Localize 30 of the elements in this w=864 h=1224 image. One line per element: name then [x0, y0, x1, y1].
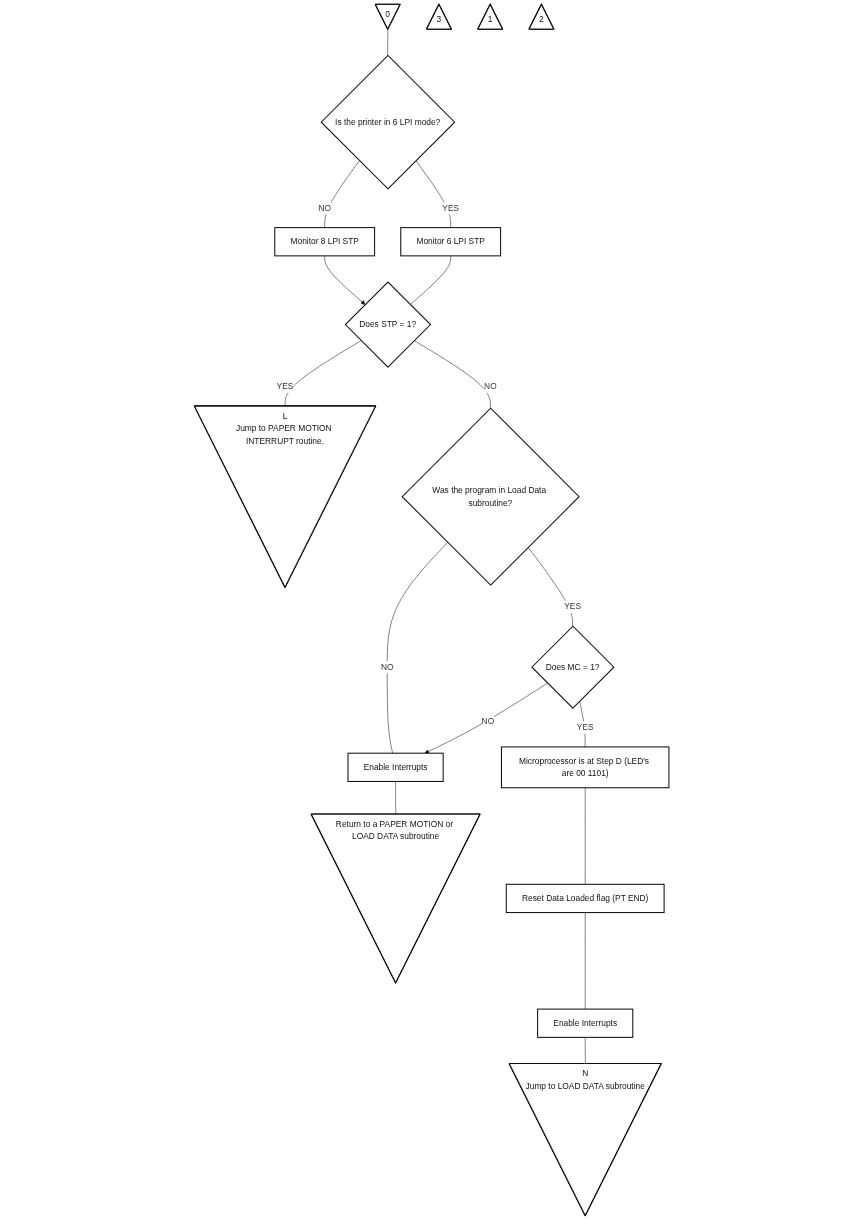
node-diamond: Was the program in Load Data subroutine? [401, 407, 581, 586]
connector [395, 781, 397, 815]
connector [414, 340, 492, 409]
connector [285, 340, 362, 407]
edge-label: NO [482, 716, 495, 726]
node-box: Monitor 8 LPI STP [274, 227, 376, 257]
edge-label: YES [277, 381, 294, 391]
connector [410, 255, 452, 305]
connector [387, 542, 449, 754]
node-diamond: Does STP = 1? [345, 281, 432, 368]
node-diamond: Is the printer in 6 LPI mode? [320, 54, 456, 190]
connector [585, 787, 586, 885]
connector [528, 547, 574, 627]
connector [585, 1037, 587, 1065]
node-box: Monitor 6 LPI STP [400, 227, 502, 257]
edge-label: NO [381, 662, 394, 672]
edge-label: YES [564, 602, 582, 612]
edge-label: NO [318, 203, 332, 213]
node-box: Enable Interrupts [537, 1008, 634, 1038]
node-box: Microprocessor is at Step D (LED's are 00 1101) [501, 746, 670, 789]
connector [416, 160, 452, 228]
connector [324, 160, 361, 228]
node-diamond: Does MC = 1? [531, 625, 616, 709]
connector [387, 29, 389, 56]
edge-label: YES [442, 203, 460, 213]
connector [585, 912, 586, 1010]
edge-label: NO [484, 381, 498, 391]
node-box: Enable Interrupts [347, 752, 445, 782]
edge-label: YES [577, 722, 594, 732]
node-box: Reset Data Loaded flag (PT END) [506, 883, 666, 914]
